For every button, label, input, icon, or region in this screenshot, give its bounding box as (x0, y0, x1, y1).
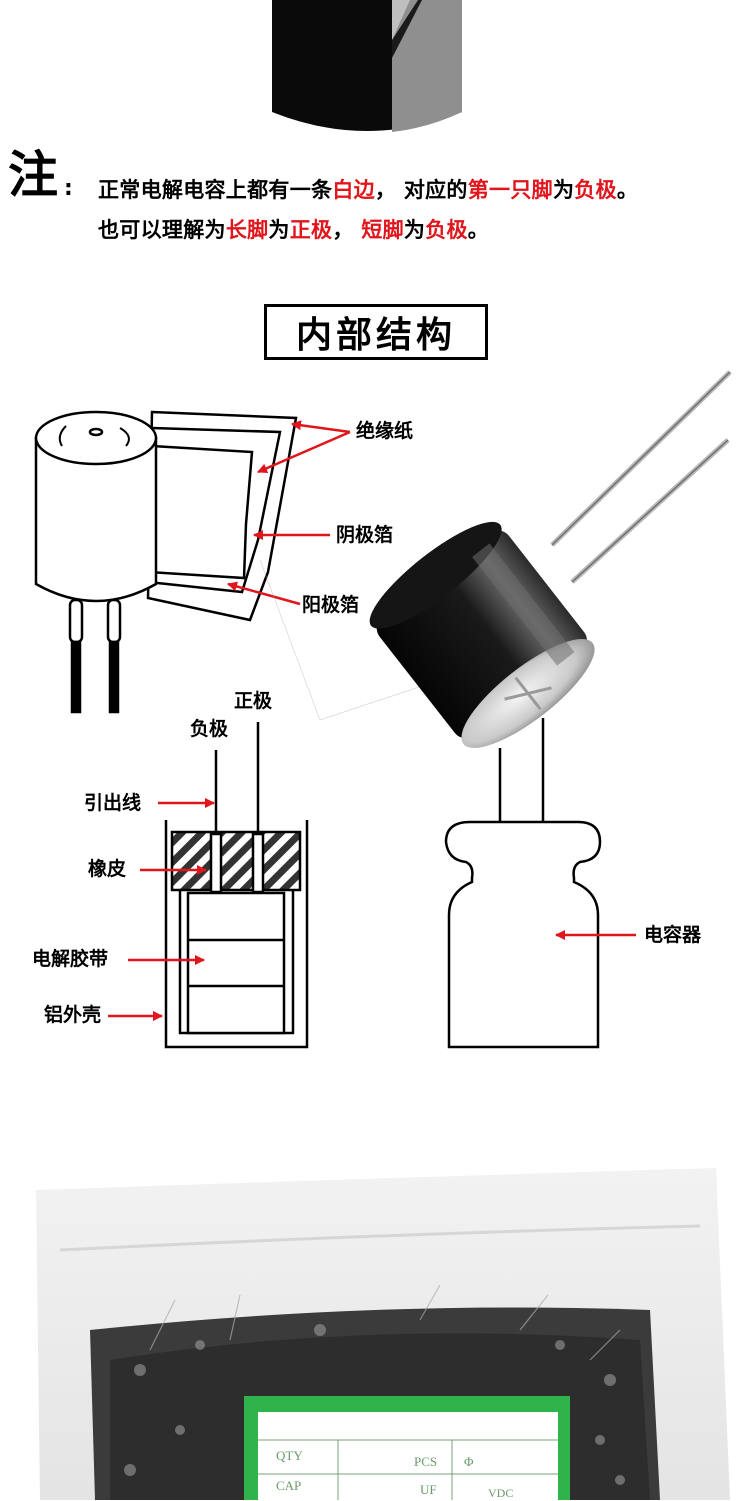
bag-label-uf: UF (420, 1482, 437, 1497)
note1-part3: ， 对应的 (374, 178, 468, 202)
note2-part3: 为 (268, 218, 290, 242)
label-capacitor: 电容器 (644, 924, 702, 946)
note2-long-pin: 长脚 (225, 218, 269, 242)
bag-label-cap: CAP (276, 1478, 302, 1493)
capacitor-bag-photo (36, 1168, 730, 1500)
note-line-2: 也可以理解为长脚为正极， 短脚为负极。 (98, 214, 489, 244)
note1-negative: 负极 (574, 178, 617, 202)
note1-first-pin: 第一只脚 (467, 178, 553, 202)
bag-label-pcs: PCS (414, 1454, 438, 1469)
note1-part7: 。 (616, 178, 639, 202)
note2-part5: ， (332, 218, 362, 242)
label-cathode-foil: 阴极箔 (336, 524, 394, 546)
note2-part7: 为 (403, 218, 426, 242)
label-lead-wire: 引出线 (84, 792, 142, 814)
top-capacitor-photo (272, 0, 462, 132)
label-anode-foil: 阳极箔 (302, 594, 360, 616)
label-insulating-paper: 绝缘纸 (356, 420, 414, 442)
note1-part5: 为 (552, 178, 575, 202)
diagram-capacitor-outline (444, 718, 602, 1049)
note2-part9: 。 (467, 218, 490, 242)
capacitor-photo (369, 370, 732, 748)
bag-label-vdc: VDC (488, 1486, 514, 1500)
note-line-1: 正常电解电容上都有一条白边， 对应的第一只脚为负极。 (98, 174, 638, 204)
note2-part1: 也可以理解为 (98, 218, 226, 242)
label-aluminum-shell: 铝外壳 (44, 1004, 102, 1026)
diagram-foil-structure (34, 410, 298, 714)
bag-label-phi: Φ (464, 1454, 474, 1469)
bag-label-qty: QTY (276, 1448, 303, 1463)
note-colon: : (64, 176, 73, 201)
note1-part1: 正常电解电容上都有一条 (98, 178, 333, 202)
note1-white-edge: 白边 (332, 178, 375, 202)
label-electrolytic-tape: 电解胶带 (32, 948, 109, 970)
note2-positive: 正极 (289, 218, 333, 242)
diagram-cross-section (164, 722, 309, 1049)
note2-short-pin: 短脚 (361, 218, 404, 242)
note-mark: 注 (8, 146, 58, 204)
label-positive: 正极 (234, 690, 273, 712)
label-rubber: 橡皮 (88, 858, 127, 880)
section-title: 内部结构 (264, 304, 488, 360)
label-negative: 负极 (190, 718, 229, 740)
diagram2-arrows (108, 798, 215, 1021)
diagram1-arrows (227, 420, 351, 606)
note2-negative: 负极 (425, 218, 468, 242)
